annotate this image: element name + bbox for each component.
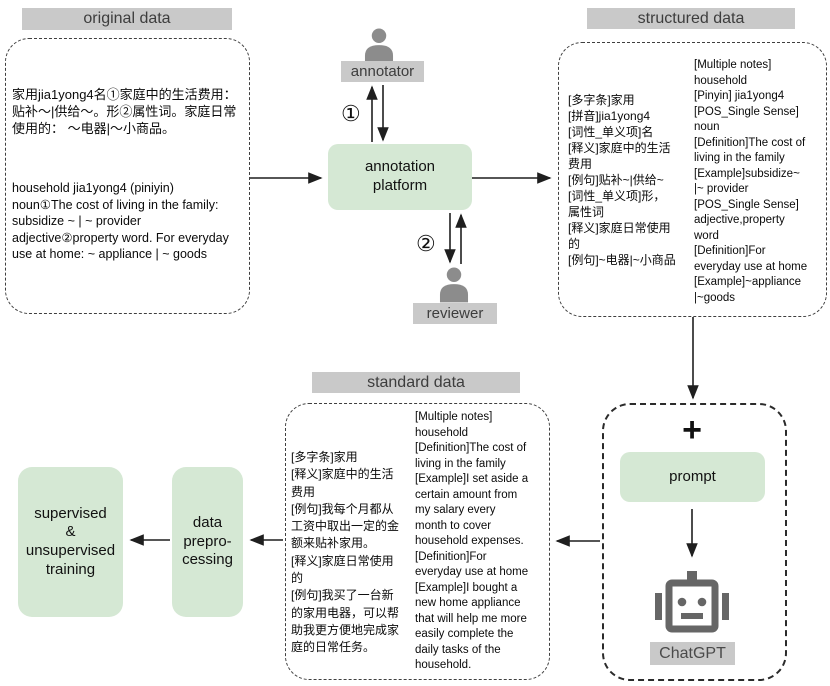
preprocessing-node: data prepro- cessing	[172, 467, 243, 617]
annotator-icon	[364, 28, 394, 64]
step-2-badge: ②	[416, 231, 436, 256]
chatgpt-group-box	[602, 403, 787, 681]
header-structured-data: structured data	[587, 8, 795, 29]
header-standard-data: standard data	[312, 372, 520, 393]
original-data-box	[5, 38, 250, 314]
standard-english-column: [Multiple notes] household [Definition]T…	[415, 411, 529, 671]
original-chinese-text: 家用jia1yong4名①家庭中的生活费用： 贴补～|供给～。形②属性词。家庭日…	[12, 87, 237, 136]
standard-data-box	[285, 403, 550, 680]
header-original-data: original data	[22, 8, 232, 30]
prompt-node: prompt	[620, 452, 765, 502]
step-1-badge: ①	[341, 101, 361, 126]
training-node: supervised & unsupervised training	[18, 467, 123, 617]
annotation-platform-node: annotation platform	[328, 144, 472, 210]
structured-english-column: [Multiple notes] household [Pinyin] jia1…	[694, 59, 808, 304]
annotator-label: annotator	[341, 61, 424, 82]
standard-chinese-column: [多字条]家用 [释义]家庭中的生活 费用 [例句]我每个月都从 工资中取出一定…	[291, 450, 400, 655]
reviewer-label: reviewer	[413, 303, 497, 324]
chatgpt-label: ChatGPT	[650, 642, 735, 665]
reviewer-icon	[439, 267, 469, 303]
structured-chinese-column: [多字条]家用 [拼音]jia1yong4 [词性_单义项]名 [释义]家庭中的…	[568, 93, 676, 267]
plus-sign: +	[682, 411, 702, 449]
original-english-text: household jia1yong4 (piniyin) noun①The c…	[12, 181, 229, 261]
structured-data-box	[558, 42, 827, 317]
chatgpt-robot-icon	[655, 571, 729, 633]
